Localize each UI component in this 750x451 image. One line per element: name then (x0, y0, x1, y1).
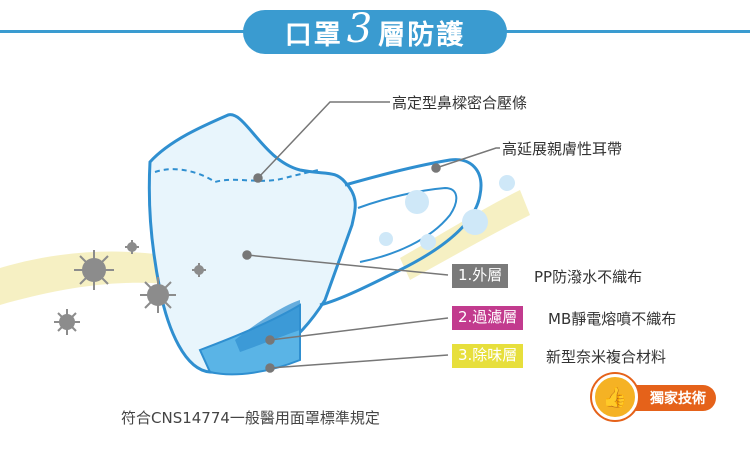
virus-icon (54, 309, 80, 335)
leader-nose (257, 101, 390, 179)
callout-nose-strip: 高定型鼻樑密合壓條 (392, 94, 528, 112)
thumbs-up-icon: 👍 (592, 374, 638, 420)
virus-icon (140, 277, 176, 313)
ear-band (319, 158, 483, 307)
title-number: 3 (346, 6, 375, 52)
page-title: 口罩 3 層防護 (243, 6, 507, 54)
leader-ear (435, 147, 500, 169)
layer-1-tag: 1.外層 (452, 264, 509, 288)
leader-dot (265, 335, 275, 345)
virus-icon (192, 263, 206, 277)
bubble (420, 234, 436, 250)
bubble (405, 190, 429, 214)
footer-note: 符合CNS14774一般醫用面罩標準規定 (121, 409, 380, 427)
badge-label: 獨家技術 (650, 391, 706, 407)
nose-strip (154, 168, 319, 184)
leader-dot (253, 173, 263, 183)
leader-layer3 (269, 354, 449, 369)
leader-dot (431, 163, 441, 173)
streak-right (400, 190, 530, 280)
title-rule-left (0, 30, 258, 33)
layer-2-tag: 2.過濾層 (452, 306, 524, 330)
leader-dot (265, 363, 275, 373)
bubble (499, 175, 515, 191)
title-prefix: 口罩 (284, 19, 343, 51)
leader-layer2 (269, 317, 449, 341)
virus-icon (125, 240, 139, 254)
title-suffix: 層防護 (378, 19, 466, 51)
virus-icon (74, 250, 114, 290)
layer-1-desc: PP防潑水不織布 (534, 268, 643, 286)
bubble (379, 232, 393, 246)
ear-band-inner (357, 186, 458, 263)
callout-ear-band: 高延展親膚性耳帶 (502, 140, 623, 158)
layer-3-tag: 3.除味層 (452, 344, 524, 368)
bubble (462, 209, 488, 235)
leader-layer1 (246, 254, 449, 276)
layer-2-desc: MB靜電熔噴不織布 (548, 310, 677, 328)
leader-dot (242, 250, 252, 260)
title-rule-right (492, 30, 750, 33)
inner-layer-dark (235, 300, 300, 352)
layer-3-desc: 新型奈米複合材料 (546, 348, 667, 366)
